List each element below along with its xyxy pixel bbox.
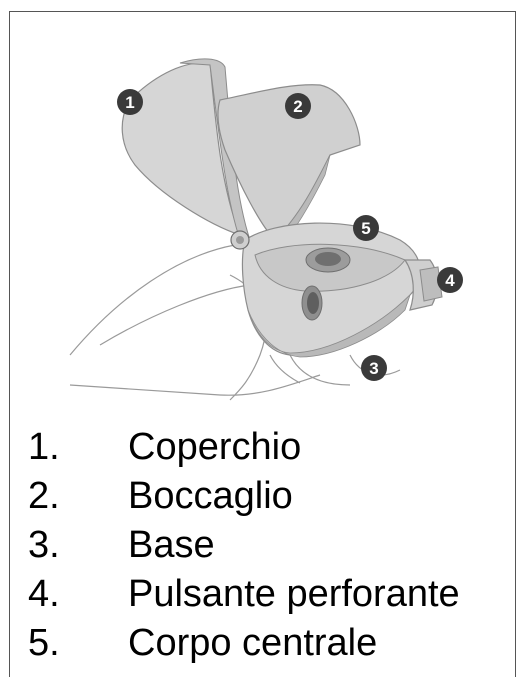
legend-item: 3. Base: [28, 521, 460, 570]
svg-text:2: 2: [293, 97, 302, 116]
callout-badge-2: 2: [285, 93, 311, 119]
callout-badge-1: 1: [117, 89, 143, 115]
legend-item: 2. Boccaglio: [28, 472, 460, 521]
inhaler-illustration: 1 2 3 4 5: [60, 55, 480, 415]
svg-text:3: 3: [369, 359, 378, 378]
svg-text:5: 5: [361, 219, 370, 238]
legend-item-label: Boccaglio: [128, 472, 293, 521]
svg-text:4: 4: [445, 271, 455, 290]
callout-badge-5: 5: [353, 215, 379, 241]
legend-item: 5. Corpo centrale: [28, 619, 460, 668]
frame-right-border: [515, 11, 516, 677]
legend-item-label: Coperchio: [128, 423, 301, 472]
frame-left-border: [9, 11, 10, 677]
legend-item: 1. Coperchio: [28, 423, 460, 472]
parts-legend: 1. Coperchio 2. Boccaglio 3. Base 4. Pul…: [28, 423, 460, 668]
svg-text:1: 1: [125, 93, 134, 112]
inhaler-body: [231, 223, 420, 357]
legend-item-label: Corpo centrale: [128, 619, 377, 668]
legend-item-number: 1.: [28, 423, 128, 472]
frame-top-border: [9, 11, 516, 12]
callout-badge-4: 4: [437, 267, 463, 293]
legend-item-number: 4.: [28, 570, 128, 619]
legend-item: 4. Pulsante perforante: [28, 570, 460, 619]
legend-item-label: Base: [128, 521, 215, 570]
legend-item-number: 2.: [28, 472, 128, 521]
legend-item-label: Pulsante perforante: [128, 570, 460, 619]
legend-item-number: 5.: [28, 619, 128, 668]
callout-badge-3: 3: [361, 355, 387, 381]
legend-item-number: 3.: [28, 521, 128, 570]
